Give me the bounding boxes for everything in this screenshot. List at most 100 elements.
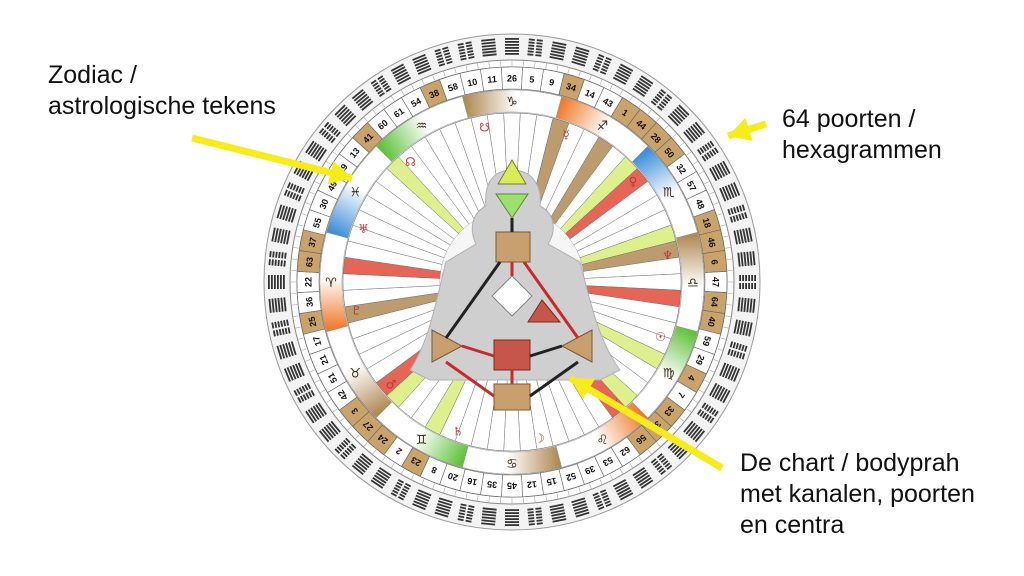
hexagram-line [481, 516, 496, 520]
hexagram-icon [737, 297, 756, 313]
hexagram-line [658, 103, 665, 109]
hexagram-line [603, 497, 610, 502]
hexagram-line [271, 227, 276, 242]
tick-mark [609, 84, 614, 90]
hexagram-line [390, 492, 397, 497]
hexagram-line [597, 56, 604, 61]
hexagram-line [328, 135, 334, 142]
tick-mark [656, 442, 661, 448]
hexagram-line [603, 62, 610, 67]
hexagram-line [694, 430, 706, 443]
hexagram-line [377, 469, 390, 479]
tick-mark [443, 487, 446, 494]
gate-number: 39 [583, 463, 596, 476]
hexagram-line [482, 507, 497, 511]
hexagram-line [459, 509, 466, 513]
hexagram-line [378, 77, 385, 83]
hexagram-line [552, 41, 567, 46]
hexagram-line [295, 185, 300, 192]
channel [444, 261, 502, 339]
hexagram-line [656, 105, 663, 111]
planet-symbol-icon: ☽ [534, 432, 545, 446]
hexagram-line [271, 275, 273, 289]
hexagram-line [738, 352, 743, 359]
hexagram-line [602, 494, 609, 499]
hexagram-line [727, 208, 731, 216]
center-head [497, 159, 527, 185]
tick-mark [534, 61, 536, 68]
tick-mark [629, 95, 634, 102]
hexagram-icon [527, 507, 543, 526]
hexagram-line [290, 208, 297, 223]
hexagram-line [321, 428, 332, 441]
hexagram-line [340, 453, 346, 460]
tick-mark [609, 474, 614, 480]
center-ajna [495, 193, 529, 219]
hexagram-line [748, 275, 750, 281]
gate-number: 25 [307, 316, 319, 328]
hexagram-line [357, 457, 370, 469]
hexagram-line [416, 491, 431, 500]
hexagram-line [690, 125, 701, 138]
hexagram-line [292, 184, 297, 191]
gate-number: 11 [487, 74, 497, 85]
hexagram-line [536, 516, 543, 519]
annotation-chart: De chart / bodyprah met kanalen, poorten… [740, 448, 975, 541]
hexagram-line [312, 145, 322, 159]
tick-mark [410, 84, 415, 90]
hexagram-line [336, 106, 348, 118]
gate-number: 2 [394, 446, 404, 457]
hexagram-line [272, 330, 276, 337]
hexagram-line [336, 446, 343, 452]
hexagram-icon [632, 467, 654, 489]
hexagram-line [280, 297, 284, 312]
hexagram-line [414, 497, 429, 505]
hexagram-icon [293, 382, 315, 404]
gate-number: 41 [361, 131, 375, 145]
hexagram-line [353, 91, 366, 102]
hexagram-line [604, 500, 611, 505]
hexagram-line [338, 444, 345, 450]
hexagram-icon [527, 38, 543, 57]
hexagram-line [272, 251, 275, 258]
hexagram-line [279, 344, 286, 359]
hexagram-line [737, 252, 741, 267]
planet-symbol-icon: ♆ [662, 249, 673, 263]
hexagram-line [676, 106, 688, 118]
hexagram-icon [505, 509, 519, 526]
hexagram-line [550, 53, 565, 58]
annotation-gates-line-1: 64 poorten / [782, 105, 916, 133]
hexagram-line [459, 54, 467, 58]
planet-symbol-icon: ♅ [358, 222, 369, 236]
hexagram-line [736, 229, 741, 244]
hexagram-line [708, 150, 714, 157]
hexagram-icon [412, 489, 432, 511]
tick-mark [332, 408, 338, 413]
hexagram-icon [390, 479, 412, 501]
hexagram-line [361, 100, 374, 111]
hexagram-line [614, 74, 628, 83]
gate-number: 13 [348, 146, 362, 160]
hexagram-line [708, 407, 714, 414]
tick-mark [346, 426, 352, 431]
gate-number: 60 [376, 118, 390, 132]
hexagram-line [284, 327, 288, 335]
hexagram-line [617, 487, 631, 496]
hexagram-line [618, 489, 632, 498]
hexagram-line [465, 41, 472, 45]
gate-number: 42 [336, 388, 350, 402]
hexagram-line [292, 192, 297, 200]
tick-mark [698, 389, 705, 394]
annotation-chart-line-1: De chart / bodyprah [740, 449, 960, 477]
hexagram-line [505, 50, 519, 52]
gate-number: 37 [307, 236, 319, 248]
tick-mark [589, 74, 592, 81]
hexagram-line [703, 404, 709, 411]
tick-mark [647, 109, 652, 115]
hexagram-line [417, 67, 432, 75]
hexagram-line [380, 80, 387, 86]
hexagram-line [528, 520, 535, 523]
hexagram-line [294, 363, 303, 378]
arrow-head [570, 378, 596, 400]
